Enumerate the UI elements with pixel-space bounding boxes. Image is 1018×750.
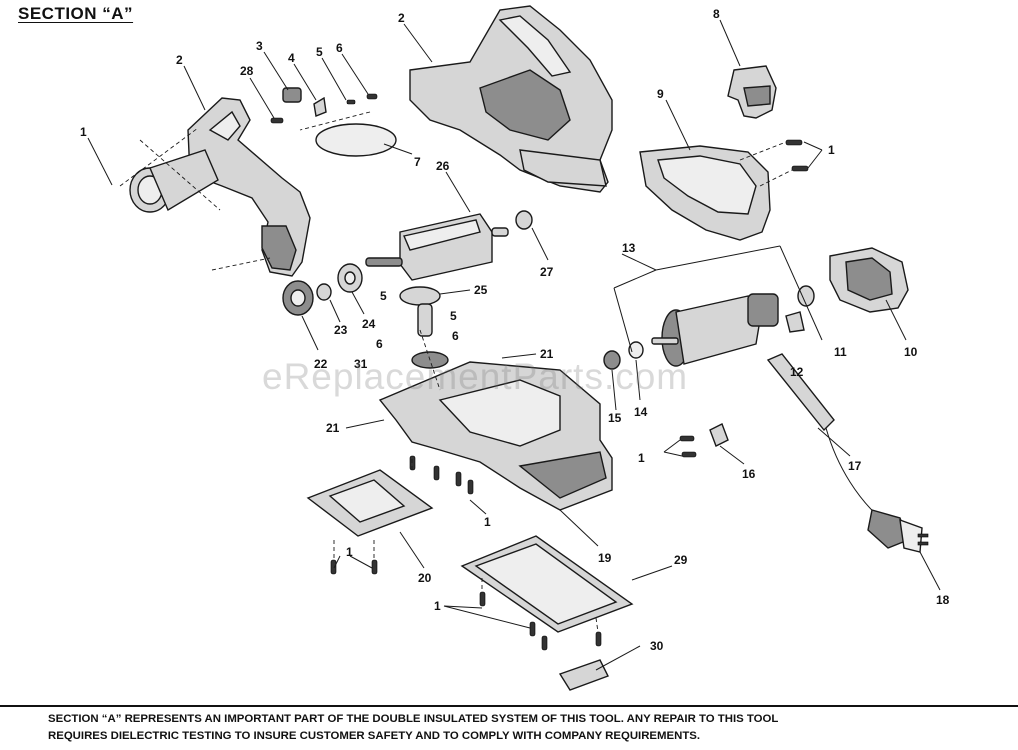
callout-1: 1: [484, 515, 491, 529]
callout-18: 18: [936, 593, 950, 607]
armature-part: [603, 285, 815, 370]
assembly-dashed-lines: [119, 111, 793, 633]
power-cord-part: [766, 353, 929, 553]
cord-clamp-part: [679, 423, 729, 458]
callout-25: 25: [474, 283, 488, 297]
callout-27: 27: [540, 265, 554, 279]
callout-1: 1: [346, 545, 353, 559]
callout-4: 4: [288, 51, 295, 65]
callout-14: 14: [634, 405, 648, 419]
callout-26: 26: [436, 159, 450, 173]
callout-29: 29: [674, 553, 688, 567]
callout-8: 8: [713, 7, 720, 21]
callout-1: 1: [828, 143, 835, 157]
callout-17: 17: [848, 459, 862, 473]
switch-part: [727, 65, 777, 119]
base-chassis-part: [378, 361, 613, 511]
callout-10: 10: [904, 345, 918, 359]
leader-lines: [87, 19, 941, 671]
callout-2: 2: [398, 11, 405, 25]
callout-12: 12: [790, 365, 804, 379]
callout-6: 6: [376, 337, 383, 351]
callout-6: 6: [336, 41, 343, 55]
callout-1: 1: [638, 451, 645, 465]
callout-23: 23: [334, 323, 348, 337]
callout-31: 31: [354, 357, 368, 371]
cutter-drum-part: [365, 210, 533, 281]
callout-1: 1: [80, 125, 87, 139]
footer-note-line-1: SECTION “A” REPRESENTS AN IMPORTANT PART…: [48, 713, 779, 725]
pulley-parts: [282, 263, 363, 316]
callout-21: 21: [540, 347, 554, 361]
callout-28: 28: [240, 64, 254, 78]
callout-1: 1: [434, 599, 441, 613]
callout-9: 9: [657, 87, 664, 101]
callout-5: 5: [450, 309, 457, 323]
callout-15: 15: [608, 411, 622, 425]
callout-30: 30: [650, 639, 664, 653]
footer-divider: [0, 705, 1018, 707]
callout-11: 11: [834, 345, 847, 359]
section-title: SECTION “A”: [18, 4, 134, 23]
footer-note: SECTION “A” REPRESENTS AN IMPORTANT PART…: [48, 711, 1008, 745]
depth-knob-part: [399, 286, 449, 369]
callout-2: 2: [176, 53, 183, 67]
callout-labels: 1 2 2 3 28 4 5 6 7 8 9 1 26 27 13 10 11 …: [80, 7, 950, 653]
left-handle-part: [129, 97, 311, 277]
exploded-parts-diagram: 1 2 2 3 28 4 5 6 7 8 9 1 26 27 13 10 11 …: [80, 5, 950, 691]
callout-16: 16: [742, 467, 756, 481]
callout-22: 22: [314, 357, 328, 371]
callout-6: 6: [452, 329, 459, 343]
top-small-parts: [270, 87, 397, 157]
main-housing-part: [409, 5, 613, 193]
motor-cover-part: [639, 139, 809, 241]
callout-7: 7: [414, 155, 421, 169]
front-shoe-part: [306, 469, 434, 575]
callout-5: 5: [316, 45, 323, 59]
callout-13: 13: [622, 241, 636, 255]
kickstand-part: [558, 659, 609, 691]
callout-19: 19: [598, 551, 612, 565]
base-plate-part: [460, 535, 634, 651]
callout-20: 20: [418, 571, 432, 585]
callout-5: 5: [380, 289, 387, 303]
callout-3: 3: [256, 39, 263, 53]
footer-note-line-2: REQUIRES DIELECTRIC TESTING TO INSURE CU…: [48, 730, 701, 742]
callout-21: 21: [326, 421, 340, 435]
callout-24: 24: [362, 317, 376, 331]
field-assembly-part: [829, 247, 909, 313]
